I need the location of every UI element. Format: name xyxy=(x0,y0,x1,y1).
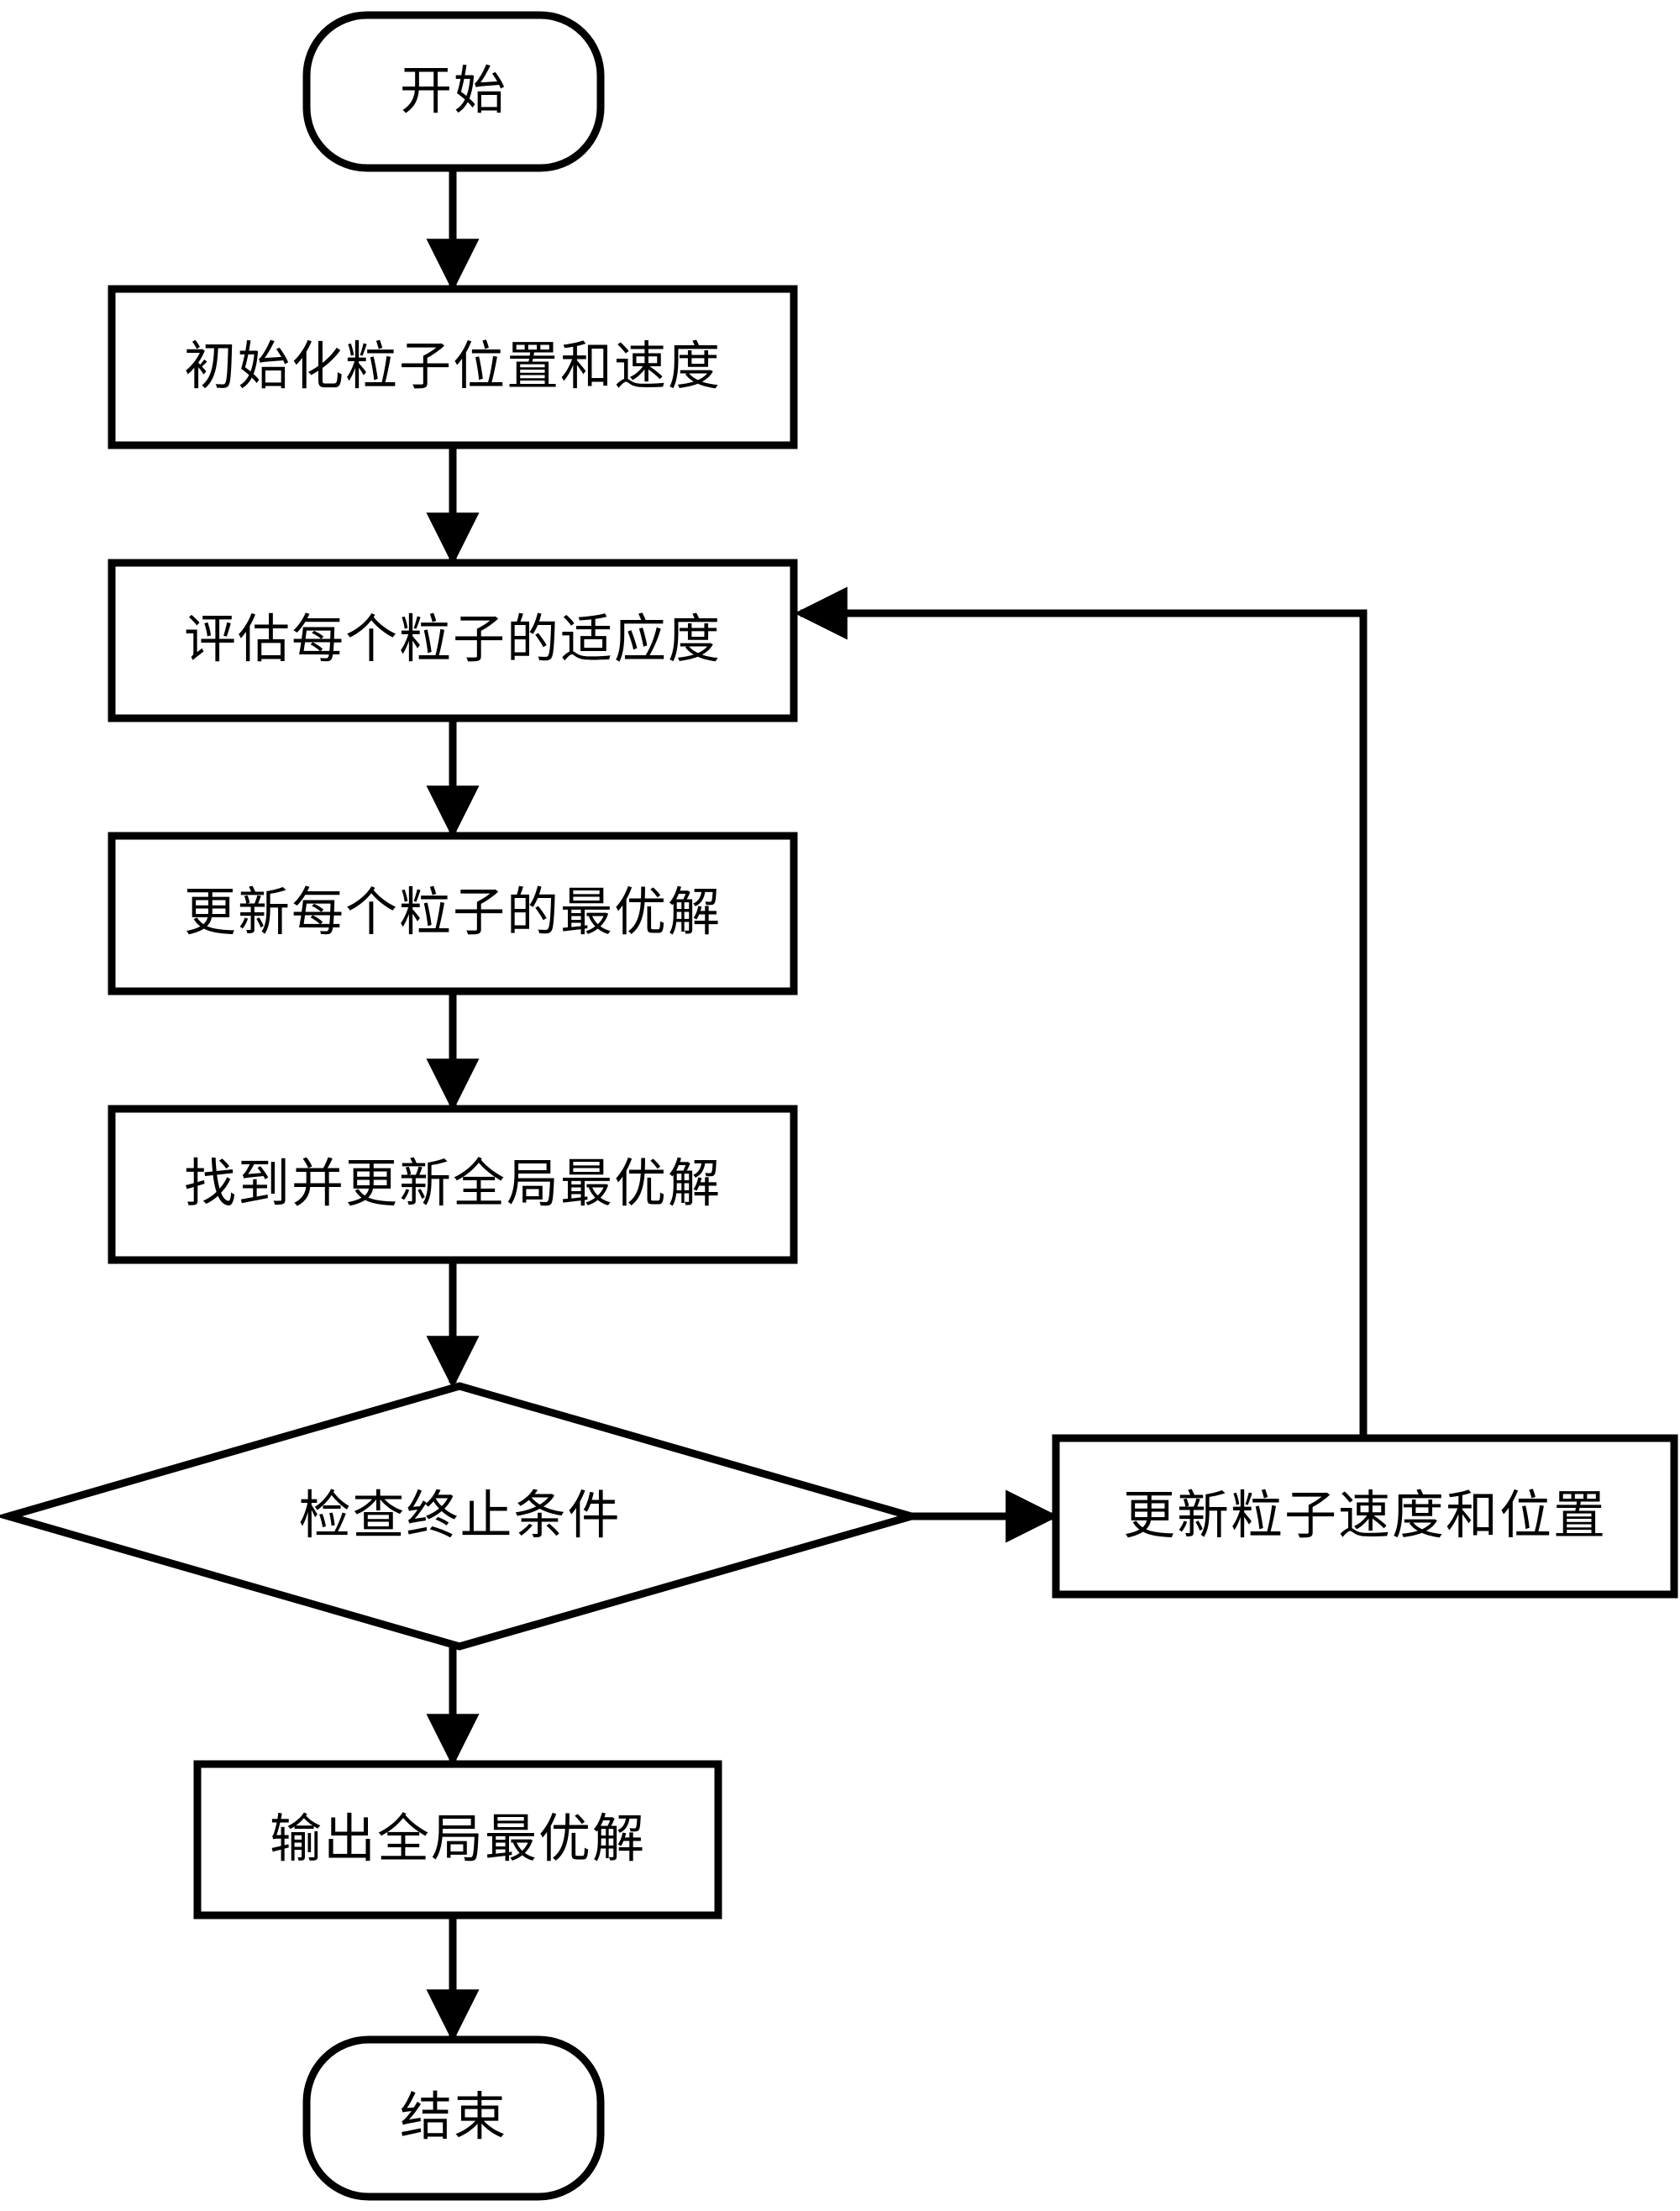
node-layer xyxy=(0,11,1678,2201)
node-update-velocity-shape[interactable] xyxy=(1052,1434,1678,1599)
node-init-shape[interactable] xyxy=(108,285,798,449)
node-start-shape[interactable] xyxy=(302,11,605,172)
node-update-pbest-shape[interactable] xyxy=(108,832,798,995)
node-output-shape[interactable] xyxy=(193,1760,722,1920)
node-evaluate-shape[interactable] xyxy=(108,559,798,722)
node-end-shape[interactable] xyxy=(302,2035,605,2201)
node-update-gbest-shape[interactable] xyxy=(108,1105,798,1264)
node-check-termination-shape[interactable] xyxy=(0,1382,926,1651)
edge-layer xyxy=(426,168,1059,2043)
edge-velocity-evaluate xyxy=(794,586,1368,1438)
